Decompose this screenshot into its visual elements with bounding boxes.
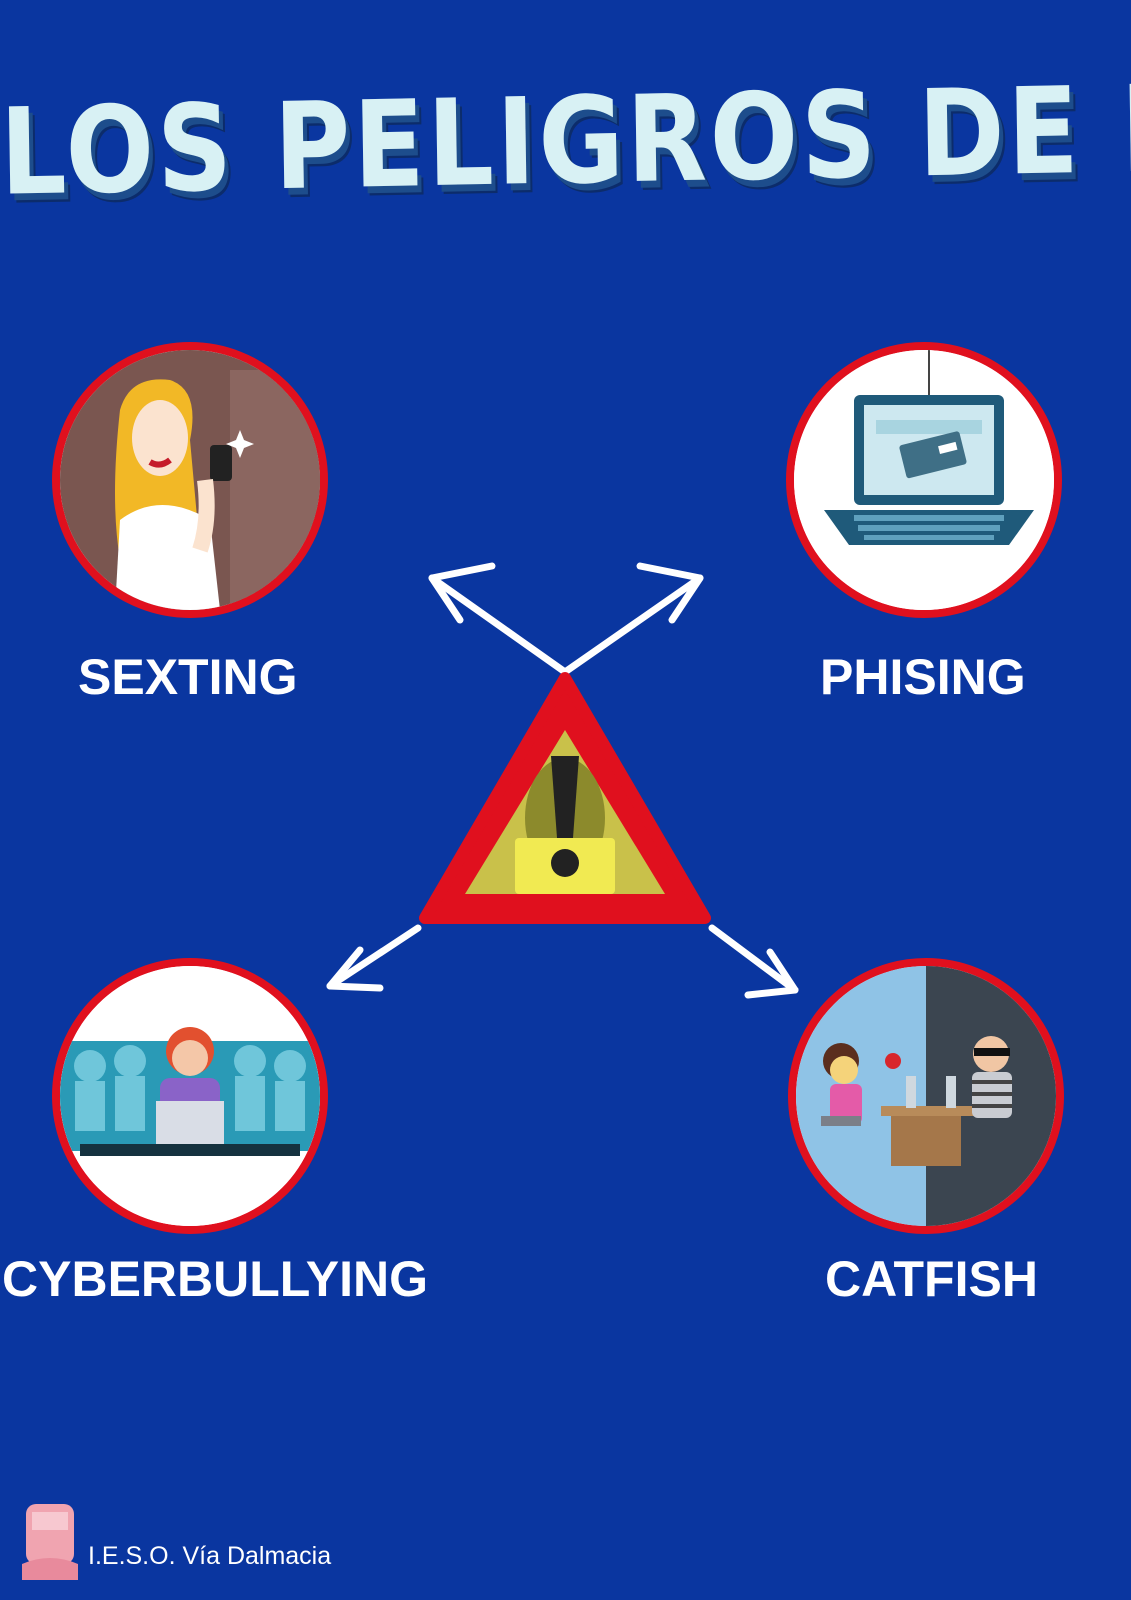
- school-logo-icon: [22, 1504, 78, 1580]
- cyberbullying-circle: [52, 958, 328, 1234]
- phising-circle: [786, 342, 1062, 618]
- selfie-woman-icon: [60, 350, 320, 610]
- school-name: I.E.S.O. Vía Dalmacia: [88, 1542, 332, 1570]
- online-predator-icon: [796, 966, 1056, 1226]
- arrow-to-cyberbullying: [326, 924, 422, 990]
- cyberbullying-label: CYBERBULLYING: [2, 1251, 428, 1307]
- page-title: LOS PELIGROS DE LA RED: [0, 51, 1131, 223]
- arrow-to-phising: [561, 574, 704, 676]
- warning-triangle-hacker-icon: [419, 672, 711, 924]
- catfish-circle: [788, 958, 1064, 1234]
- catfish-label: CATFISH: [825, 1251, 1038, 1307]
- arrow-to-catfish: [708, 924, 799, 994]
- laptop-phishing-icon: [794, 350, 1054, 610]
- phising-label: PHISING: [820, 649, 1026, 705]
- bullied-student-icon: [60, 966, 320, 1226]
- arrow-to-sexting: [428, 574, 569, 676]
- sexting-label: SEXTING: [78, 649, 298, 705]
- sexting-circle: [52, 342, 328, 618]
